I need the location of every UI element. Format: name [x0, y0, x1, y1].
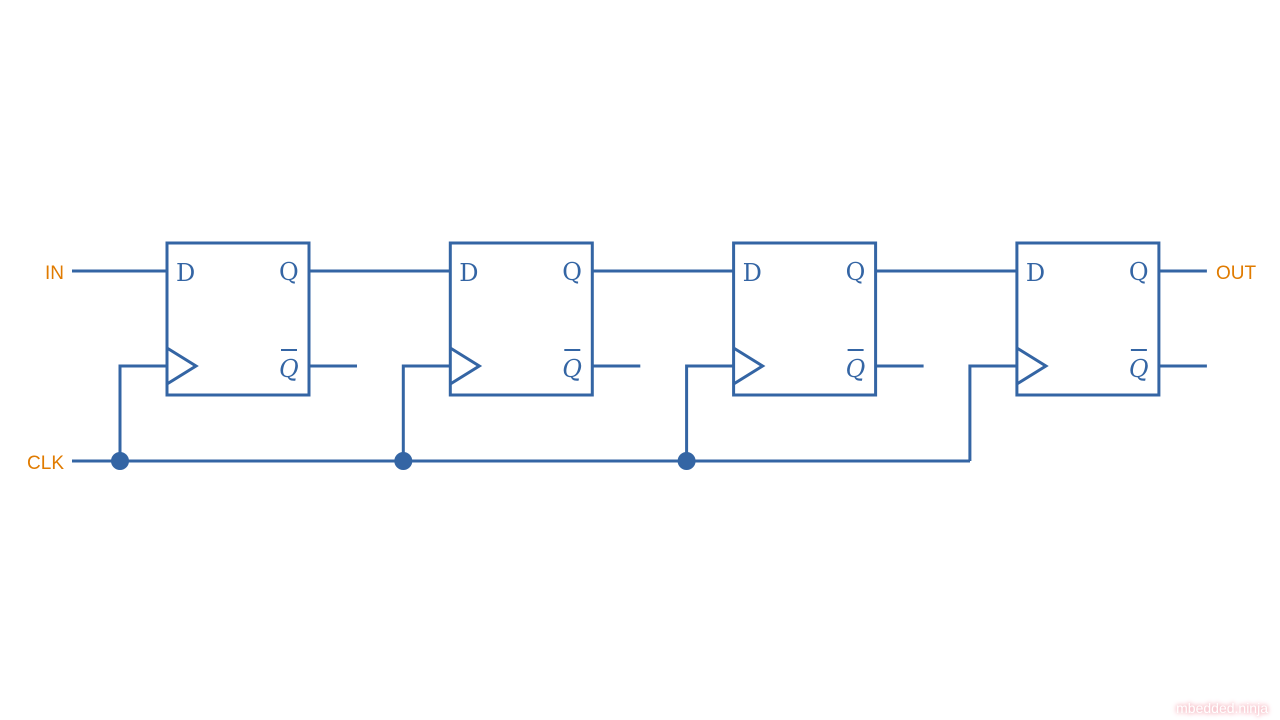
clock-wire	[118, 364, 167, 461]
q-label: Q	[279, 258, 299, 286]
clock-label: CLK	[27, 453, 64, 474]
flipflop-box	[448, 241, 594, 397]
watermark: mbedded.ninja	[1176, 700, 1268, 716]
clock-wire	[968, 364, 1017, 461]
q-label: Q	[1129, 258, 1149, 286]
input-label: IN	[45, 263, 64, 284]
junction-dot	[677, 452, 696, 470]
clock-triangle	[1016, 346, 1049, 386]
flipflop-box	[165, 241, 311, 397]
qbar-label: Q	[846, 355, 866, 383]
clock-triangle	[449, 346, 483, 386]
clock-triangle	[732, 346, 766, 386]
q-label: Q	[846, 258, 866, 286]
qbar-label: Q	[279, 355, 299, 383]
junction-dot	[111, 452, 129, 470]
output-label: OUT	[1216, 263, 1257, 284]
d-label: D	[1026, 259, 1045, 287]
qbar-label: Q	[1129, 355, 1149, 383]
d-label: D	[459, 259, 478, 287]
clock-wire	[685, 364, 734, 461]
qbar-label: Q	[562, 355, 582, 383]
q-label: Q	[562, 258, 582, 286]
junction-dot	[394, 452, 413, 470]
flipflop-box	[1015, 241, 1161, 397]
clock-wire	[401, 364, 451, 461]
d-label: D	[743, 259, 762, 287]
d-label: D	[176, 259, 195, 287]
flipflop-box	[732, 241, 878, 397]
clock-triangle	[166, 346, 199, 386]
